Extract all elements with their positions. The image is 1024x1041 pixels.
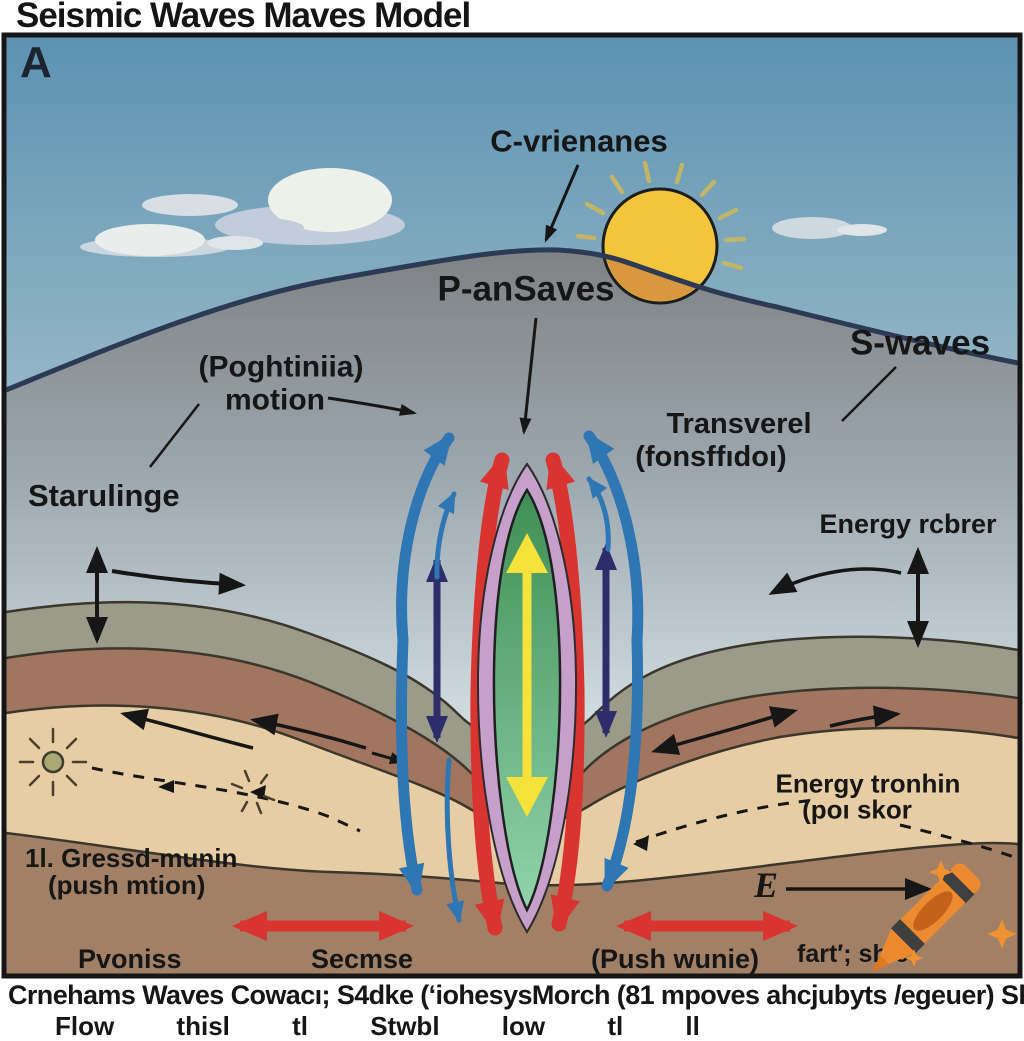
mountain [6,249,1018,721]
underground-black-arrows [91,705,1015,859]
caption-line-2: Flow thisl tl Stwbl low tl ll [55,1011,700,1041]
label-transverse-2: (fonsffıdoı) [635,440,787,473]
panel-letter: A [20,38,52,87]
label-energy-e: E [753,865,779,906]
seismic-source-column [470,452,585,936]
label-surface-wave: Starulinge [28,478,180,513]
blue-wave-arrow-right [583,430,644,892]
sun-rays [575,160,747,271]
label-p-waves: P-anSaves [437,269,615,309]
yellow-double-arrow [506,533,548,817]
blue-wave-arrow-left [396,432,455,896]
label-s-waves: S-waves [849,323,991,363]
label-energy-deep-1: Energy tronhin [775,768,961,799]
label-energy-deep-2: (poı skor [802,794,912,825]
label-bottom-right: fart′; sh e [797,940,909,968]
label-compression-1: 1l. Gressd-munin [25,843,238,873]
label-bottom-center: Secmse [310,943,414,974]
page-title: Seismic Waves Maves Model [16,0,471,35]
label-bottom-push: (Push wunie) [591,943,759,974]
caption-line-1: Crnehams Waves Cowacı; S4dke (ʻiohesysMo… [8,980,1024,1010]
blue-thin-arrows [434,476,611,923]
label-transverse-1: Transverel [666,407,812,440]
cloud-icon-small-left [80,224,263,257]
label-particle-motion-2: motion [225,383,325,417]
pebble-icon [18,727,88,797]
label-particle-motion-1: (Poghtiniia) [198,350,364,384]
diagram-frame [1,32,1023,979]
label-compression-2: (push mtion) [48,870,206,900]
label-bottom-left: Pvoniss [78,944,182,974]
mountain-ridge-line [6,247,1018,393]
label-pointer-arrows [86,164,932,900]
cloud-icon-large [142,168,405,245]
label-energy-surface: Energy rcbrer [819,508,997,539]
sun-icon [575,160,747,305]
label-surface-pointer: C-vrienanes [490,123,668,159]
cloud-icon-small-right [772,217,887,239]
